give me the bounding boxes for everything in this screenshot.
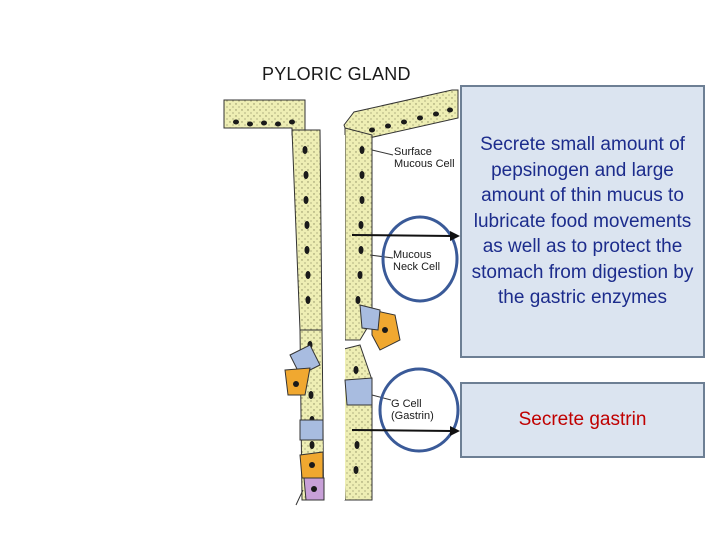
surface-mucous-cell-label: Surface Mucous Cell	[394, 146, 455, 170]
g-cell-highlight-circle	[378, 367, 460, 453]
gastrin-function-box: Secrete gastrin	[460, 382, 705, 458]
label-pointer-lines	[369, 149, 394, 401]
mucous-neck-highlight-circle	[381, 215, 459, 303]
neck-region-cells	[284, 304, 401, 396]
gland-left-wall	[291, 129, 325, 501]
mucous-function-box: Secrete small amount of pepsinogen and l…	[460, 85, 705, 358]
mucous-function-text: Secrete small amount of pepsinogen and l…	[471, 134, 694, 309]
arrow-to-mucous-box	[351, 231, 460, 241]
g-cell-region	[295, 377, 373, 506]
surface-epithelium	[223, 89, 459, 149]
page-title: PYLORIC GLAND	[262, 64, 411, 84]
gastrin-function-text: Secrete gastrin	[518, 409, 647, 431]
arrow-to-gastrin-box	[351, 426, 460, 436]
mucous-neck-cell-label: Mucous Neck Cell	[393, 249, 441, 273]
g-cell-label: G Cell (Gastrin)	[391, 398, 434, 422]
